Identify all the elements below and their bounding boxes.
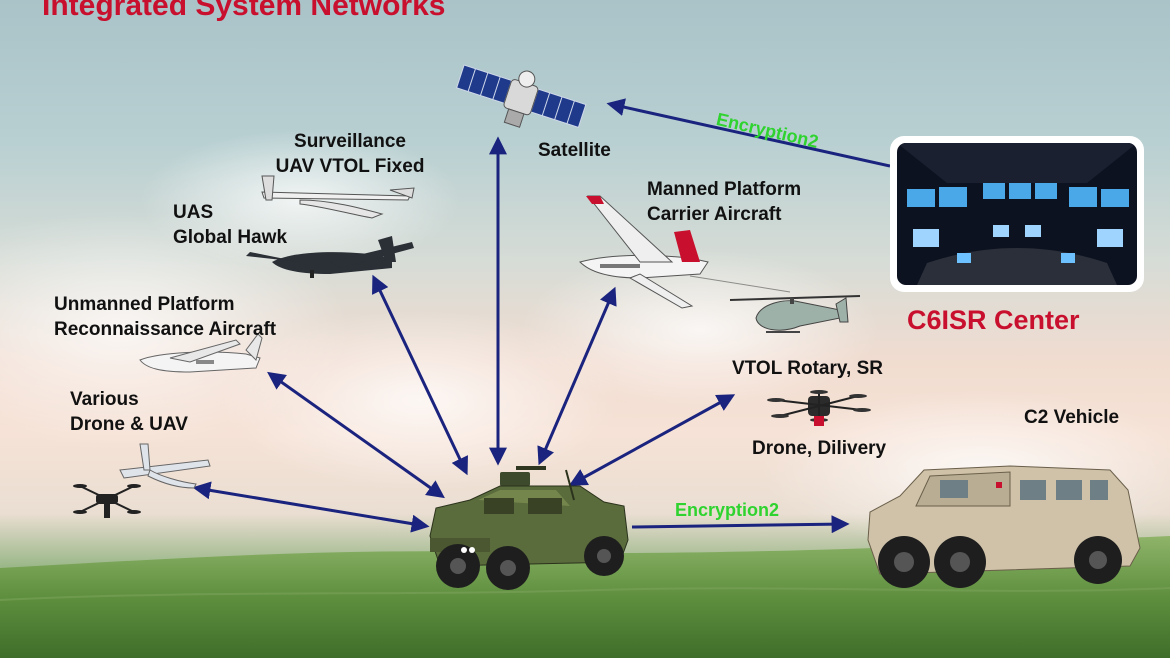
- label-uas: UAS Global Hawk: [173, 200, 287, 250]
- label-unmanned-platform: Unmanned Platform Reconnaissance Aircraf…: [54, 292, 276, 342]
- carrier-aircraft-icon: [579, 195, 709, 309]
- delivery-drone-icon: [767, 390, 871, 426]
- label-manned-line2: Carrier Aircraft: [647, 204, 782, 225]
- label-satellite: Satellite: [538, 140, 611, 161]
- label-surveillance-line1: Surveillance: [294, 131, 406, 152]
- label-uas-line1: UAS: [173, 202, 214, 223]
- label-vtol-rotary: VTOL Rotary, SR: [732, 358, 883, 379]
- label-encryption-bottom: Encryption2: [675, 500, 780, 520]
- label-surveillance: Surveillance UAV VTOL Fixed: [270, 129, 430, 179]
- label-uas-line2: Global Hawk: [173, 227, 288, 248]
- c2-vehicle-icon: [867, 465, 1141, 588]
- control-room-icon: [897, 143, 1137, 285]
- label-drone-delivery: Drone, Dilivery: [752, 438, 887, 459]
- satellite-icon: [456, 64, 587, 129]
- recon-aircraft-icon: [139, 333, 263, 373]
- label-c6isr-center: C6ISR Center: [907, 305, 1080, 335]
- label-c2-vehicle: C2 Vehicle: [1024, 407, 1120, 428]
- page-title: Integrated System Networks: [42, 0, 446, 22]
- network-links: [192, 98, 891, 534]
- humvee-icon: [429, 466, 629, 590]
- label-unmanned-line1: Unmanned Platform: [54, 294, 235, 315]
- c6isr-center-image: [890, 136, 1144, 292]
- global-hawk-icon: [246, 236, 414, 278]
- label-surveillance-line2: UAV VTOL Fixed: [275, 156, 425, 177]
- label-various-line1: Various: [70, 389, 139, 410]
- label-manned-platform: Manned Platform Carrier Aircraft: [647, 177, 801, 227]
- surveillance-uav-icon: [261, 175, 415, 219]
- various-drone-icon: [73, 443, 211, 518]
- label-manned-line1: Manned Platform: [647, 179, 802, 200]
- vtol-rotary-icon: [729, 295, 861, 333]
- label-various-line2: Drone & UAV: [70, 414, 188, 435]
- label-unmanned-line2: Reconnaissance Aircraft: [54, 319, 277, 340]
- label-various-drone: Various Drone & UAV: [70, 387, 188, 437]
